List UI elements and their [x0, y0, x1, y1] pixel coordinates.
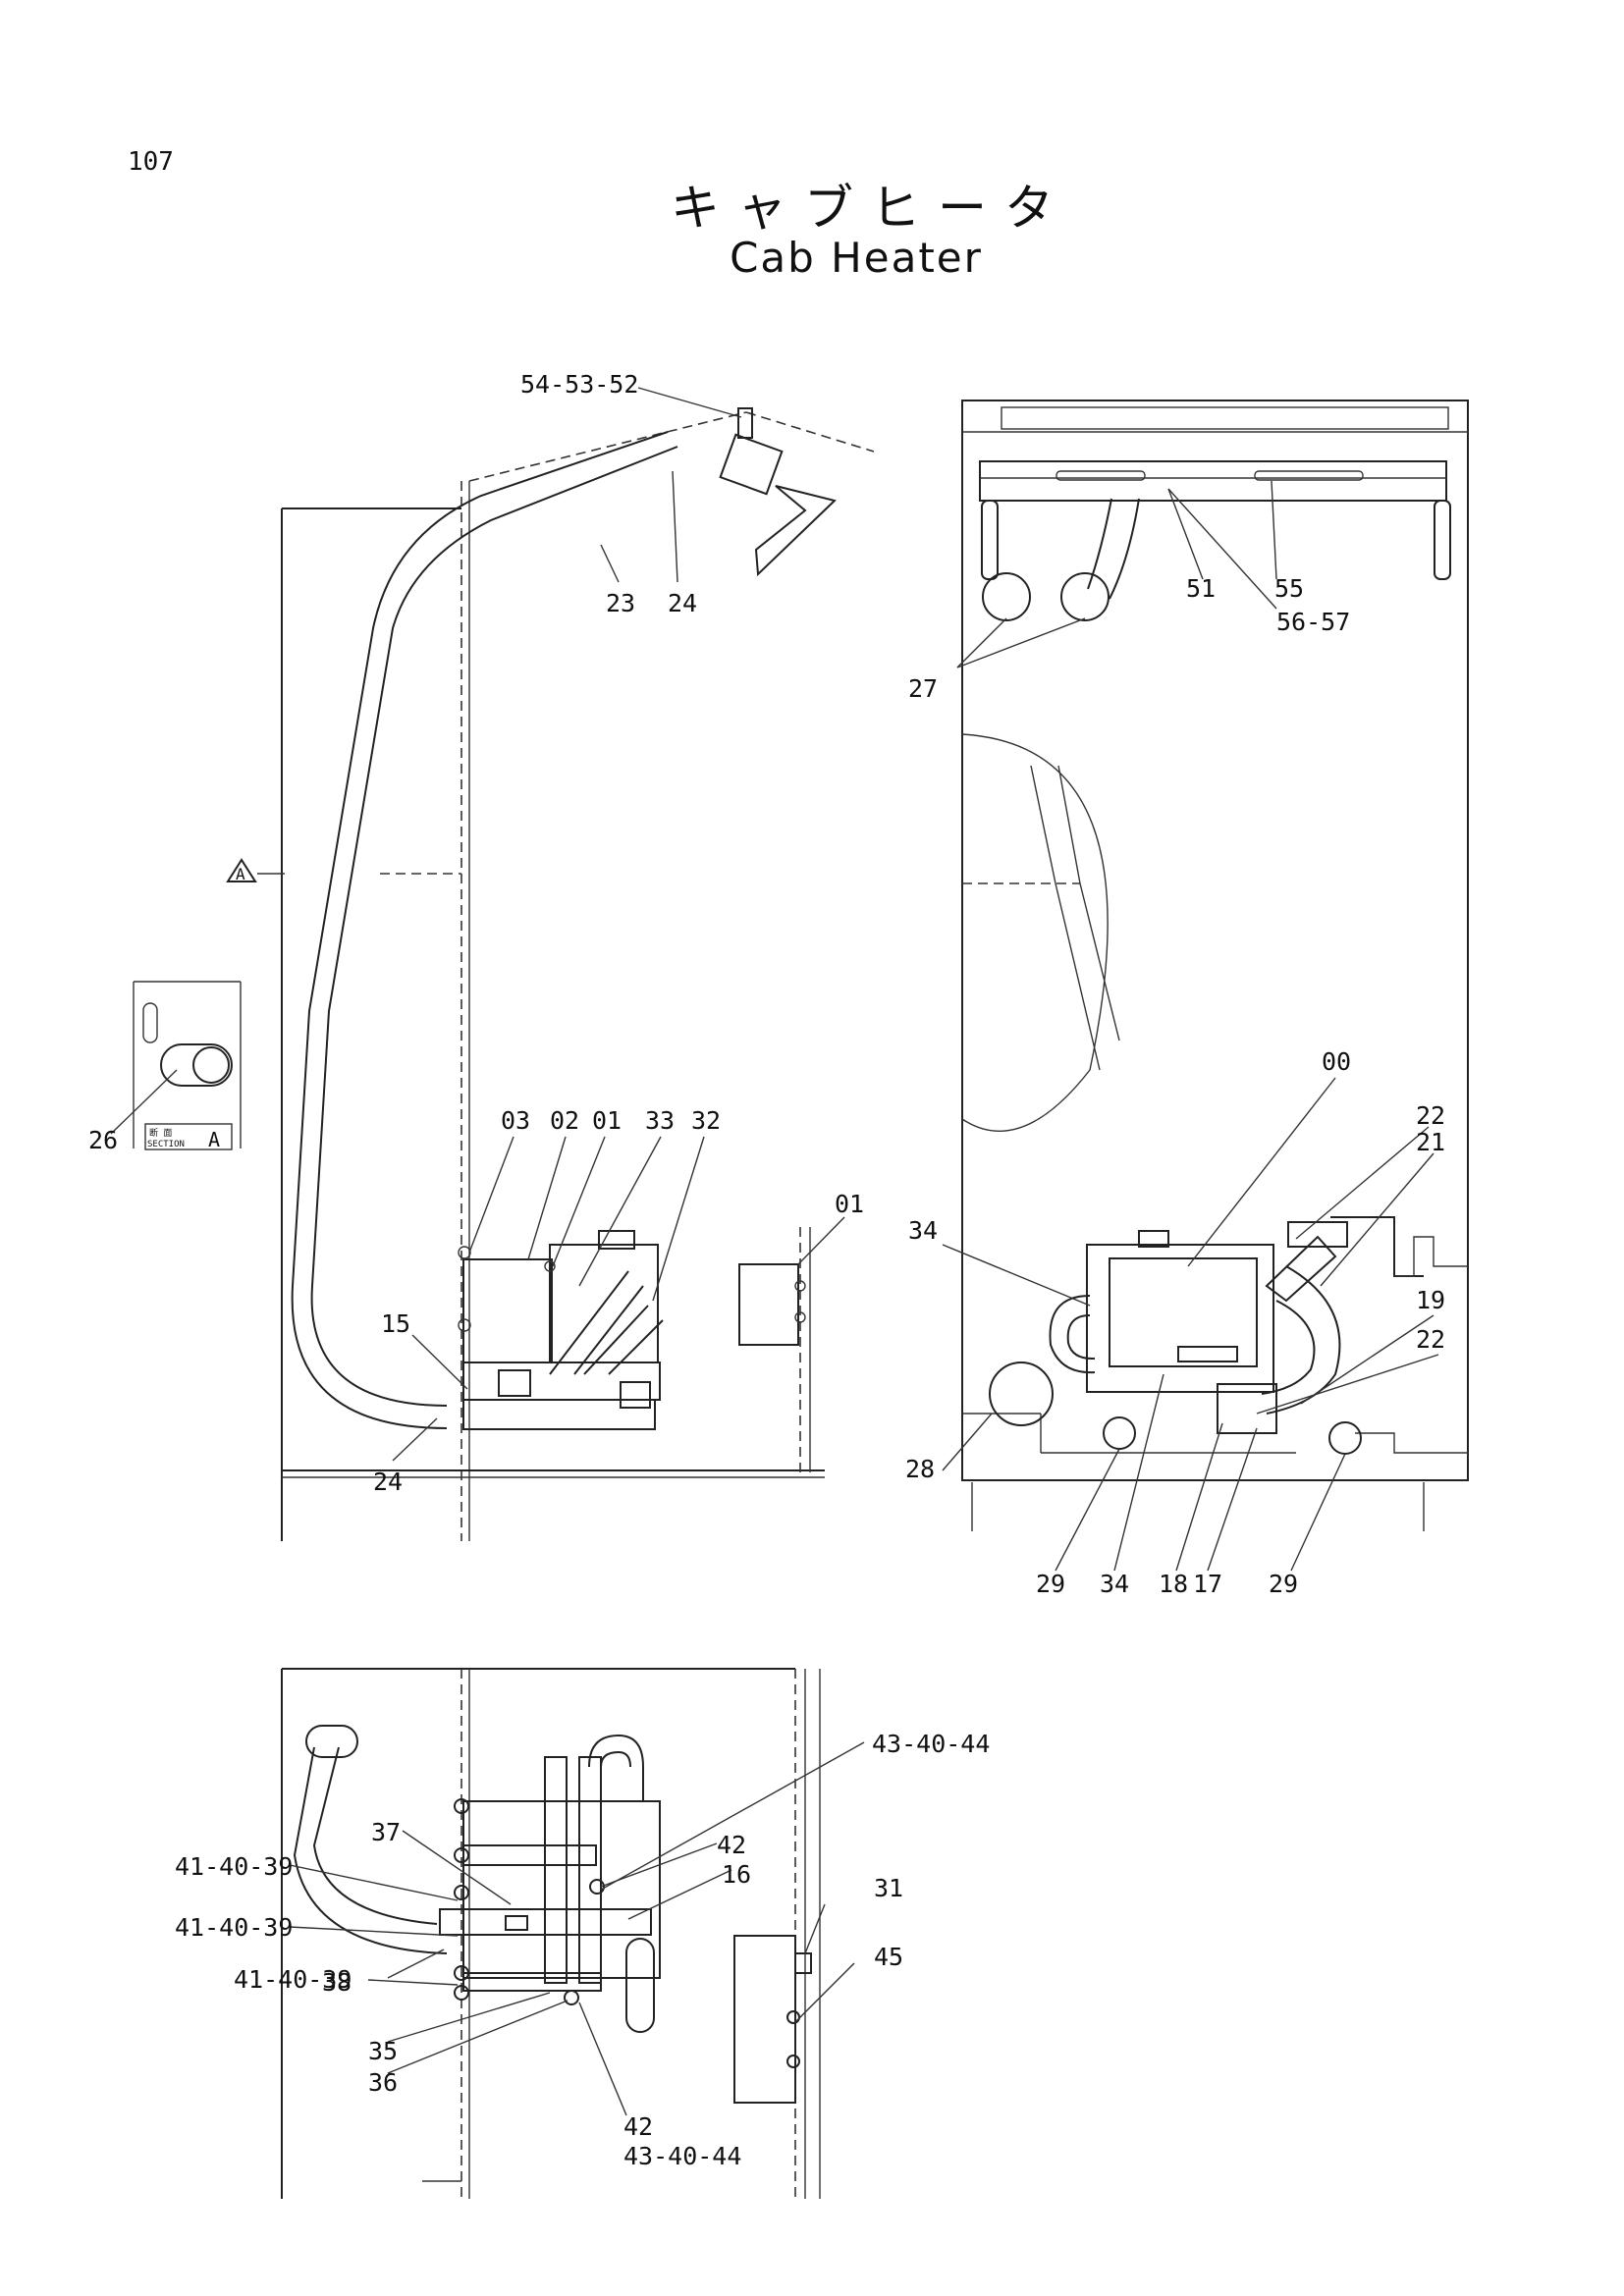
- label-22-top: 22: [1416, 1101, 1445, 1130]
- label-28: 28: [905, 1455, 935, 1483]
- label-37: 37: [371, 1818, 401, 1846]
- label-16: 16: [722, 1860, 751, 1889]
- side-view: A: [110, 387, 875, 1541]
- label-41-40-39-a: 41-40-39: [175, 1852, 293, 1881]
- label-15: 15: [381, 1309, 410, 1338]
- label-27: 27: [908, 674, 938, 703]
- label-01: 01: [592, 1106, 622, 1135]
- label-51: 51: [1186, 574, 1216, 603]
- label-43-40-44-bottom: 43-40-44: [623, 2142, 741, 2170]
- section-box-letter: A: [208, 1128, 220, 1151]
- label-01-box: 01: [835, 1190, 864, 1218]
- label-42-top: 42: [717, 1831, 746, 1859]
- section-box: 断 面 SECTION A: [147, 1127, 220, 1151]
- title-japanese: キャブヒータ: [671, 180, 1071, 237]
- label-31: 31: [874, 1874, 903, 1902]
- label-41-40-39-c: 41-40-39: [234, 1965, 352, 1994]
- label-22-bottom: 22: [1416, 1325, 1445, 1354]
- bottom-view: [281, 1668, 865, 2199]
- label-38: 38: [322, 1968, 352, 1997]
- label-18: 18: [1159, 1570, 1188, 1598]
- label-43-40-44-top: 43-40-44: [872, 1730, 990, 1758]
- label-55: 55: [1274, 574, 1304, 603]
- label-34-left: 34: [908, 1216, 938, 1245]
- title-english: Cab Heater: [730, 234, 983, 282]
- label-26: 26: [88, 1126, 118, 1154]
- label-32: 32: [691, 1106, 721, 1135]
- label-41-40-39-b: 41-40-39: [175, 1913, 293, 1942]
- svg-text:A: A: [236, 865, 245, 883]
- label-45: 45: [874, 1943, 903, 1971]
- label-17: 17: [1193, 1570, 1222, 1598]
- label-34-bottom: 34: [1100, 1570, 1129, 1598]
- label-23: 23: [606, 589, 635, 617]
- label-36: 36: [368, 2068, 398, 2097]
- label-00: 00: [1322, 1047, 1351, 1076]
- top-view: [942, 400, 1469, 1572]
- page-number: 107: [128, 147, 174, 177]
- label-56-57: 56-57: [1276, 608, 1350, 636]
- label-42-bottom: 42: [623, 2112, 653, 2141]
- section-box-small: 断 面: [149, 1127, 172, 1139]
- callout-labels: 54-53-52 23 24 03 02 01 33 32 15 24 26 0…: [88, 370, 1445, 2170]
- label-29-left: 29: [1036, 1570, 1065, 1598]
- label-24-bottom: 24: [373, 1468, 403, 1496]
- label-35: 35: [368, 2037, 398, 2065]
- label-03: 03: [501, 1106, 530, 1135]
- label-02: 02: [550, 1106, 579, 1135]
- label-54-53-52: 54-53-52: [520, 370, 638, 399]
- label-29-right: 29: [1269, 1570, 1298, 1598]
- section-box-label: SECTION: [147, 1140, 185, 1149]
- label-24-top: 24: [668, 589, 697, 617]
- label-21: 21: [1416, 1128, 1445, 1156]
- label-19: 19: [1416, 1286, 1445, 1314]
- label-33: 33: [645, 1106, 675, 1135]
